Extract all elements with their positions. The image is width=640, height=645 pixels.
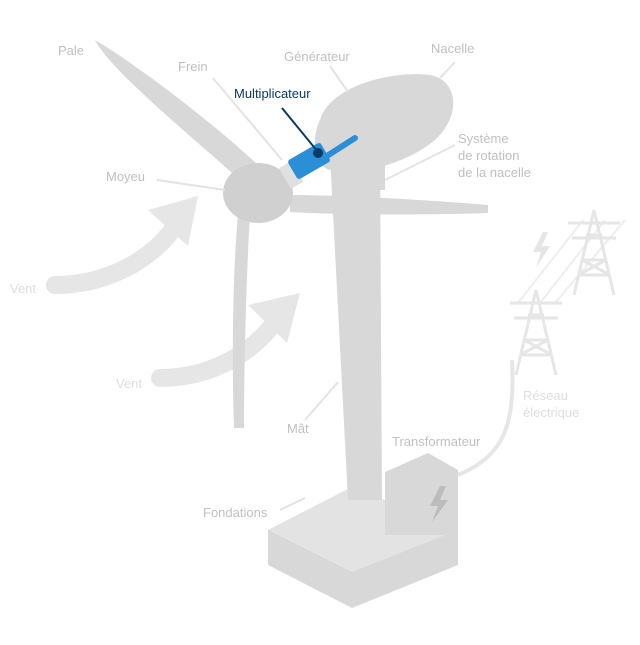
pylon-icon — [510, 289, 562, 376]
label-moyeu: Moyeu — [106, 169, 145, 184]
label-reseau-line1: Réseau — [523, 388, 568, 403]
label-systeme-line3: de la nacelle — [458, 165, 531, 180]
nacelle — [314, 74, 454, 172]
label-systeme-line2: de rotation — [458, 148, 519, 163]
label-generateur: Générateur — [284, 49, 350, 64]
label-transformateur: Transformateur — [392, 434, 481, 449]
brake — [278, 161, 304, 189]
label-vent-2: Vent — [116, 376, 142, 391]
label-systeme-line1: Système — [458, 131, 509, 146]
label-reseau-line2: électrique — [523, 405, 579, 420]
label-fondations: Fondations — [203, 505, 268, 520]
label-nacelle: Nacelle — [431, 41, 474, 56]
label-mat: Mât — [287, 421, 309, 436]
label-frein: Frein — [178, 59, 208, 74]
label-vent-1: Vent — [10, 281, 36, 296]
blade-lower — [232, 215, 250, 428]
gearbox-highlight — [281, 107, 358, 179]
transformer — [385, 453, 458, 535]
transformer-lightning-icon — [430, 486, 448, 522]
pylon-icon — [568, 209, 620, 296]
tower — [330, 155, 382, 500]
lightning-icon — [533, 232, 550, 268]
label-pale: Pale — [58, 43, 84, 58]
blade-upper — [95, 40, 258, 180]
hub — [223, 163, 293, 223]
wind-arrow-2 — [151, 293, 300, 387]
blade-right — [290, 195, 488, 215]
leader-lines — [156, 61, 456, 511]
label-multiplicateur: Multiplicateur — [234, 86, 311, 101]
wind-arrow-1 — [46, 196, 198, 294]
